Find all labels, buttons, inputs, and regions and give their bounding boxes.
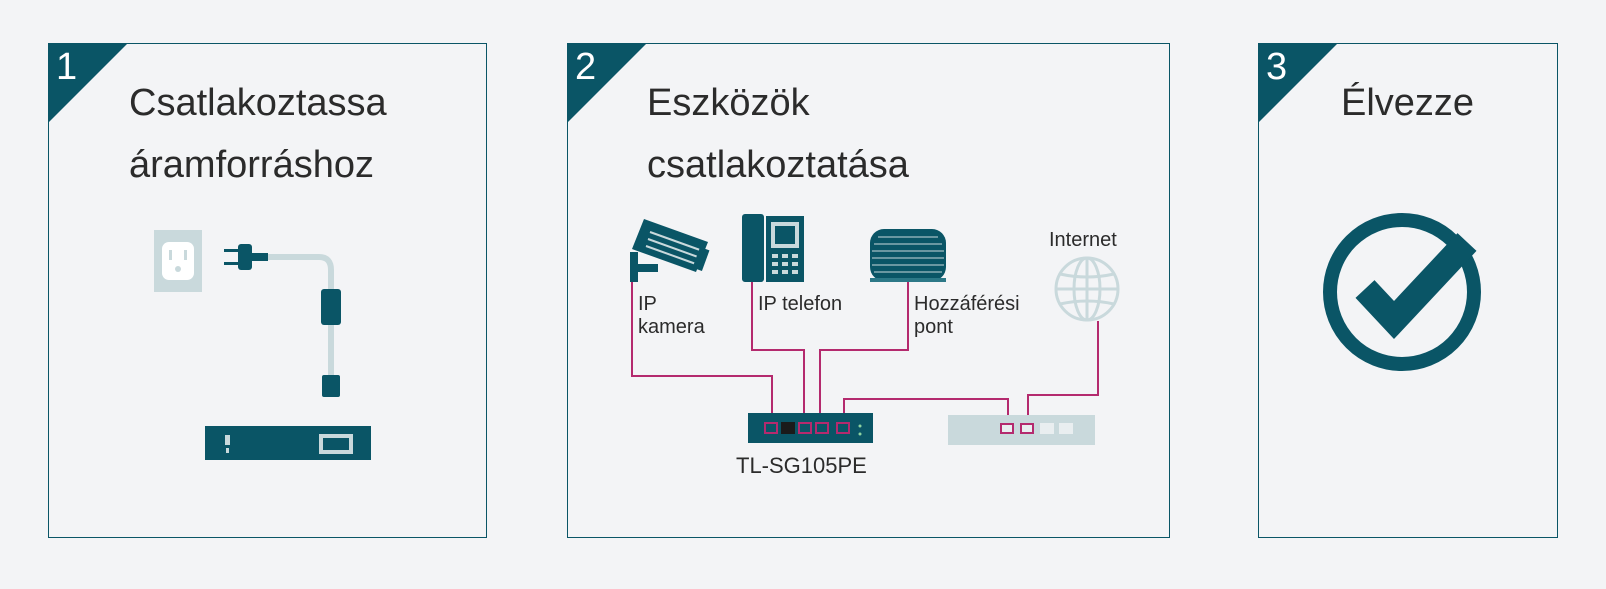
step-title: Élvezze	[1341, 72, 1541, 134]
step-title-line: Élvezze	[1341, 82, 1475, 124]
ip-camera-icon	[630, 219, 710, 282]
step-number: 1	[56, 46, 78, 88]
power-illustration	[154, 230, 371, 460]
ap-cable	[819, 280, 909, 427]
step-3-panel: 3 Élvezze	[1258, 43, 1558, 538]
step-2-panel: 2 Eszközök csatlakoztatása IP kamera	[567, 43, 1170, 538]
step-title-line: áramforráshoz	[129, 144, 374, 186]
switch-label: TL-SG105PE	[736, 453, 867, 478]
step-title-line: csatlakoztatása	[647, 144, 909, 186]
step-title-line: Eszközök	[647, 82, 810, 124]
power-cable-icon	[224, 244, 341, 397]
phone-cable	[751, 280, 805, 427]
step-1-panel: 1 Csatlakoztassa áramforráshoz	[48, 43, 487, 538]
checkmark-circle-icon	[1323, 213, 1481, 371]
camera-cable	[631, 276, 773, 427]
power-outlet-icon	[154, 230, 202, 292]
ip-phone-icon	[742, 214, 804, 282]
step-title-line: Csatlakoztassa	[129, 82, 387, 124]
step-title: Csatlakoztassa áramforráshoz	[129, 72, 469, 196]
step-title: Eszközök csatlakoztatása	[647, 72, 1147, 196]
camera-label: kamera	[638, 316, 706, 338]
phone-label: IP telefon	[758, 293, 842, 315]
ap-label: pont	[914, 316, 953, 338]
ap-label: Hozzáférési	[914, 293, 1020, 315]
router-icon	[948, 415, 1095, 445]
globe-icon	[1054, 256, 1120, 322]
checkmark-illustration	[1323, 213, 1481, 371]
network-diagram: IP kamera IP telefon	[630, 214, 1120, 478]
step-number: 3	[1266, 46, 1288, 88]
access-point-icon	[870, 229, 946, 282]
internet-cable	[1027, 321, 1099, 427]
switch-icon	[748, 413, 873, 443]
internet-label: Internet	[1049, 229, 1117, 251]
step-number: 2	[575, 46, 597, 88]
switch-icon	[205, 426, 371, 460]
camera-label: IP	[638, 293, 657, 315]
